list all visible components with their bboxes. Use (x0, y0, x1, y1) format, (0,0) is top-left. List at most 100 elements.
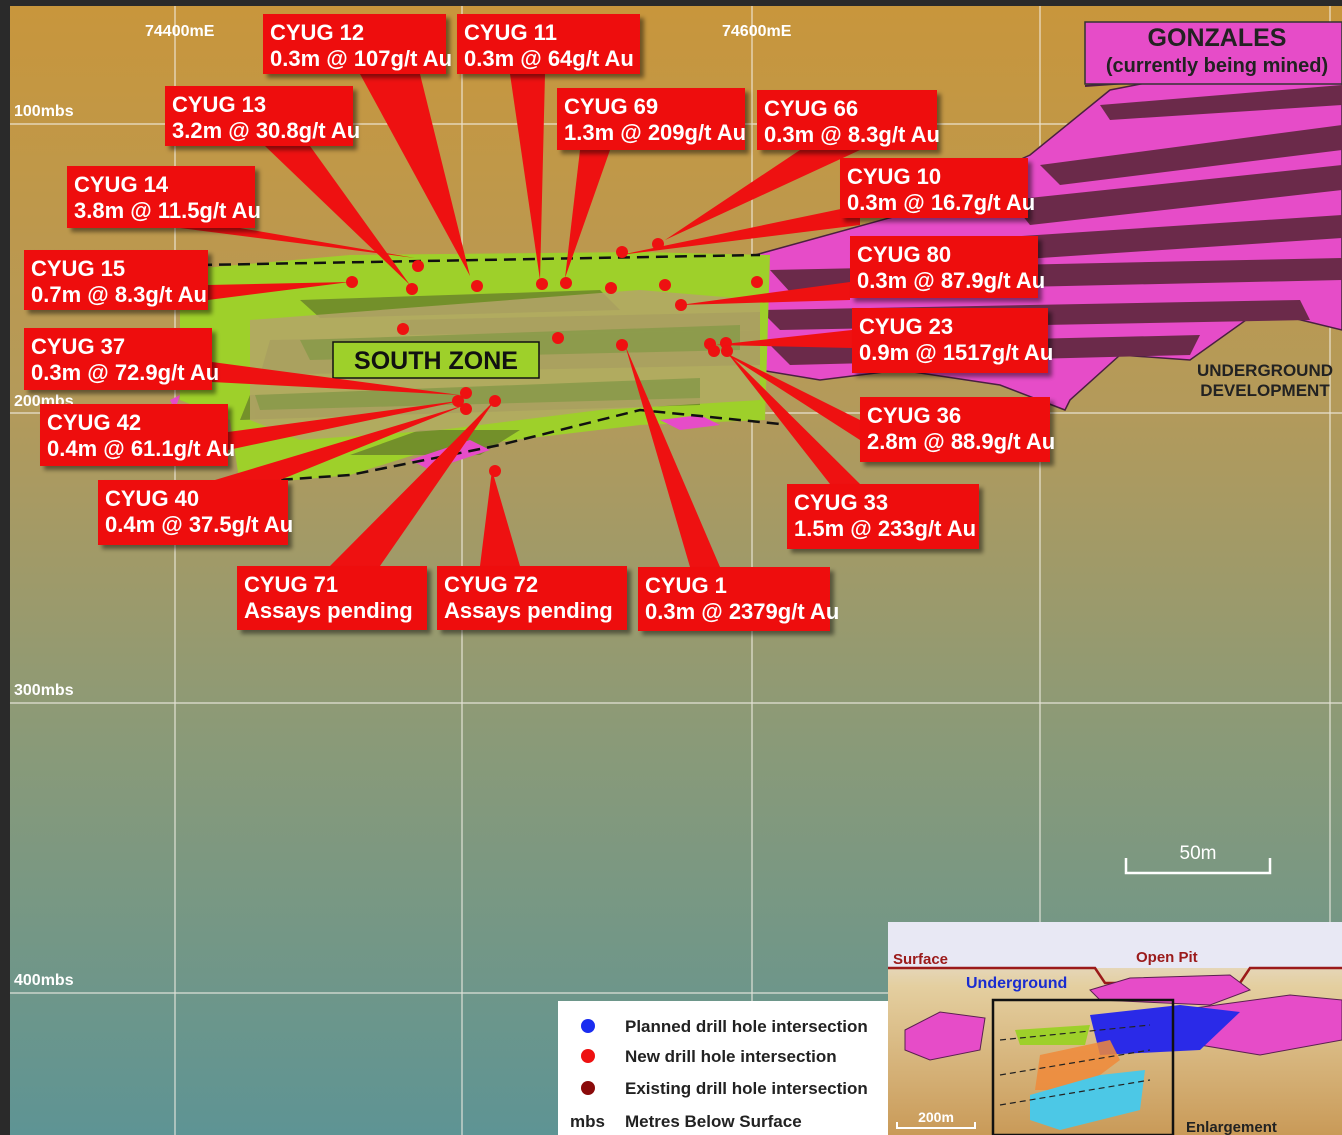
cyug-69-pointer (565, 150, 610, 278)
cyug-37-result: 0.3m @ 72.9g/t Au (31, 360, 219, 385)
cyug-12-result: 0.3m @ 107g/t Au (270, 46, 452, 71)
inset-orange-zone (1035, 1040, 1120, 1090)
cyug-69-id: CYUG 69 (564, 94, 658, 119)
depth-label-400: 400mbs (14, 972, 74, 989)
south-zone-label: SOUTH ZONE (354, 347, 518, 375)
cyug-36-result: 2.8m @ 88.9g/t Au (867, 429, 1055, 454)
cyug-14-box (67, 166, 255, 228)
depth-label-300: 300mbs (14, 682, 74, 699)
boundary-dashed-bottom (204, 408, 791, 487)
new-drill-intersection-dot (536, 278, 548, 290)
inset-scale-label: 200m (918, 1109, 954, 1125)
new-drill-intersection-dot (659, 279, 671, 291)
easting-label-2: 74600mE (722, 23, 792, 40)
cyug-13-pointer (265, 146, 410, 285)
scale-bar-label: 50m (1180, 843, 1217, 864)
cyug-42-id: CYUG 42 (47, 410, 141, 435)
gonzales-label-box (1084, 21, 1342, 85)
cyug-40-pointer (215, 405, 465, 480)
cyug-37-pointer (212, 362, 460, 395)
cyug-80-result: 0.3m @ 87.9g/t Au (857, 268, 1045, 293)
new-drill-intersection-dot (471, 280, 483, 292)
new-drill-intersection-dot (616, 246, 628, 258)
cyug-10-id: CYUG 10 (847, 164, 941, 189)
new-drill-intersection-dot (652, 238, 664, 250)
cyug-42-box (40, 404, 228, 466)
cyug-80-id: CYUG 80 (857, 242, 951, 267)
cyug-11-id: CYUG 11 (464, 20, 557, 45)
cyug-36-pointer (720, 350, 860, 440)
legend-darkred-dot (581, 1081, 595, 1095)
cyug-13-result: 3.2m @ 30.8g/t Au (172, 118, 360, 143)
south-zone-lode-b (255, 378, 700, 410)
cyug-12-id: CYUG 12 (270, 20, 364, 45)
new-drill-intersection-dot (605, 282, 617, 294)
cyug-72-id: CYUG 72 (444, 572, 538, 597)
drill-intersections (346, 238, 763, 477)
cyug-66-pointer (665, 150, 860, 240)
cyug-69-box (557, 88, 745, 150)
cyug-80-pointer (680, 282, 850, 305)
cyug-36-id: CYUG 36 (867, 403, 961, 428)
inset-planned-zone (1090, 1005, 1240, 1055)
inset-enlargement-label: Enlargement (1186, 1119, 1277, 1135)
new-drill-intersection-dot (708, 345, 720, 357)
cyug-36-callout: CYUG 362.8m @ 88.9g/t Au (860, 397, 1055, 462)
callout-pointers (180, 74, 860, 567)
cyug-42-pointer (228, 400, 465, 450)
cyug-69-callout: CYUG 691.3m @ 209g/t Au (557, 88, 746, 150)
new-drill-intersection-dot (560, 277, 572, 289)
new-drill-intersection-dot (751, 276, 763, 288)
cyug-23-box (852, 308, 1048, 373)
cyug-12-box (263, 14, 446, 74)
inset-sky (888, 922, 1342, 968)
pink-fragment-mid (660, 415, 720, 430)
cyug-72-pointer (480, 470, 520, 566)
cyug-1-callout: CYUG 10.3m @ 2379g/t Au (638, 567, 839, 631)
cyug-15-callout: CYUG 150.7m @ 8.3g/t Au (24, 250, 208, 310)
new-drill-intersection-dot (346, 276, 358, 288)
cyug-71-id: CYUG 71 (244, 572, 338, 597)
cyug-11-pointer (510, 74, 545, 280)
legend-mbs-symbol: mbs (570, 1112, 605, 1131)
cyug-33-result: 1.5m @ 233g/t Au (794, 516, 976, 541)
new-drill-intersection-dot (721, 345, 733, 357)
cyug-23-pointer (715, 330, 852, 348)
legend-existing: Existing drill hole intersection (625, 1079, 868, 1098)
gonzales-subtitle: (currently being mined) (1106, 55, 1328, 77)
cyug-33-callout: CYUG 331.5m @ 233g/t Au (787, 484, 979, 549)
cyug-40-callout: CYUG 400.4m @ 37.5g/t Au (98, 480, 293, 545)
location-inset: Surface Open Pit Underground 200m Enlarg… (888, 922, 1342, 1135)
cyug-80-callout: CYUG 800.3m @ 87.9g/t Au (850, 236, 1045, 298)
scale-bar: 50m (1124, 843, 1272, 875)
cyug-37-id: CYUG 37 (31, 334, 125, 359)
legend-planned: Planned drill hole intersection (625, 1017, 868, 1036)
cyug-10-pointer (620, 205, 860, 255)
cyug-10-box (840, 158, 1028, 218)
cyug-13-box (165, 86, 353, 146)
cyug-69-result: 1.3m @ 209g/t Au (564, 120, 746, 145)
cyug-33-pointer (725, 350, 860, 484)
legend-mbs: Metres Below Surface (625, 1112, 802, 1131)
new-drill-intersection-dot (460, 403, 472, 415)
underground-development-line-1: UNDERGROUND (1197, 361, 1333, 380)
cyug-66-result: 0.3m @ 8.3g/t Au (764, 122, 940, 147)
inset-underground-label: Underground (966, 975, 1067, 992)
inset-surface-label: Surface (893, 951, 948, 968)
cyug-10-callout: CYUG 100.3m @ 16.7g/t Au (840, 158, 1035, 218)
inset-cyan-zone (1030, 1070, 1145, 1130)
new-drill-intersection-dot (552, 332, 564, 344)
cyug-23-id: CYUG 23 (859, 314, 953, 339)
south-zone-label-box (332, 341, 540, 379)
new-drill-intersection-dot (489, 465, 501, 477)
new-drill-intersection-dot (489, 395, 501, 407)
legend-new: New drill hole intersection (625, 1047, 837, 1066)
cyug-12-callout: CYUG 120.3m @ 107g/t Au (263, 14, 452, 74)
inset-openpit-label: Open Pit (1136, 949, 1198, 966)
cyug-72-result: Assays pending (444, 598, 613, 623)
cyug-66-callout: CYUG 660.3m @ 8.3g/t Au (757, 90, 940, 150)
inset-ore-left (904, 1011, 986, 1061)
cyug-23-result: 0.9m @ 1517g/t Au (859, 340, 1053, 365)
